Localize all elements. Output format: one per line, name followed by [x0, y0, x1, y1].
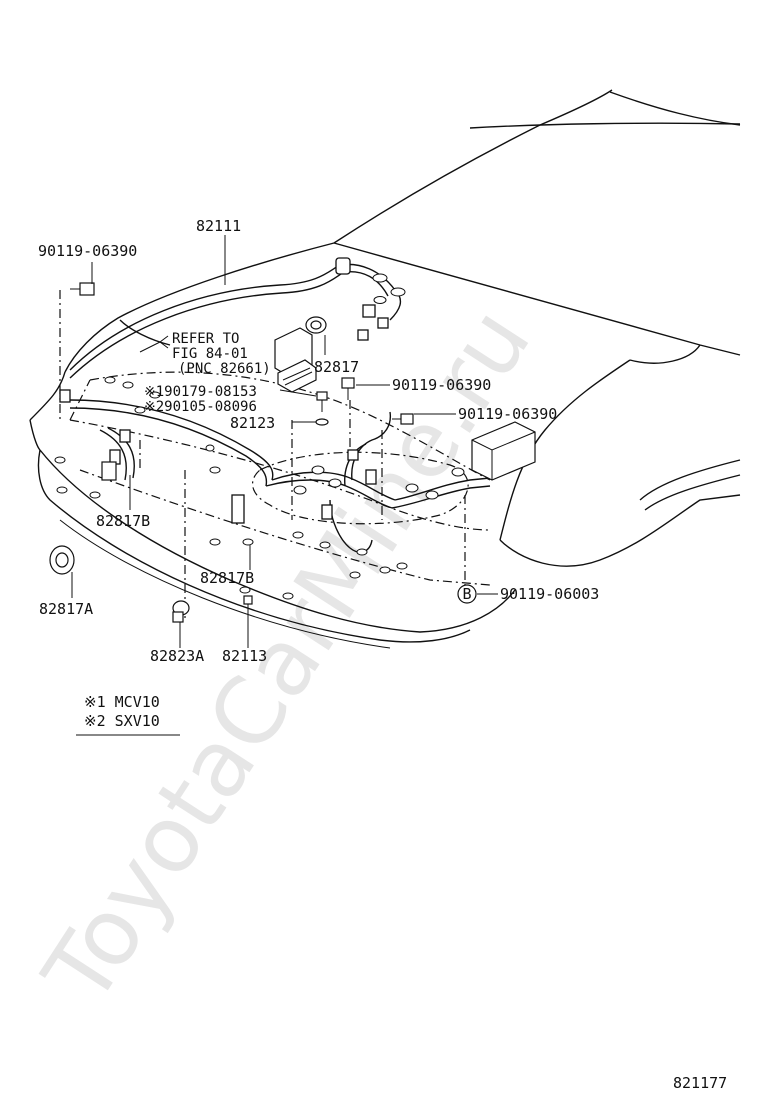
leader-lines [71, 235, 498, 648]
label-82123: 82123 [230, 414, 275, 432]
body-holes [54, 273, 465, 600]
relay-block-82661-part [274, 327, 317, 393]
junction-box-part [471, 421, 536, 481]
label-90119-06390-b: 90119-06390 [392, 376, 491, 394]
label-fig: FIG 84-01 [172, 346, 248, 362]
clip-82823A-part [172, 600, 190, 623]
watermark-text: ToyotaCarMine.ru [23, 290, 551, 1023]
label-pnc: (PNC 82661) [178, 361, 271, 377]
label-82817A: 82817A [39, 600, 93, 618]
figure-number: 821177 [673, 1074, 727, 1092]
clamp-82113-part [243, 595, 253, 605]
screw-190179-part [316, 391, 328, 412]
label-90119-06003: 90119-06003 [500, 585, 599, 603]
label-82111: 82111 [196, 217, 241, 235]
circle-b-marker [457, 584, 477, 604]
bolt-90119-06390-c-part [392, 413, 414, 425]
car-body-outline [29, 89, 741, 649]
legend-line-1: ※1 MCV10 [84, 693, 160, 711]
label-90119-06390-c: 90119-06390 [458, 405, 557, 423]
label-82817: 82817 [314, 358, 359, 376]
bolt-90119-06390-a-part [70, 282, 95, 296]
clamp-82123-part [315, 418, 329, 426]
clip-82817B-part [101, 461, 117, 481]
label-90119-06390-a: 90119-06390 [38, 242, 137, 260]
model-legend: ※1 MCV10 ※2 SXV10 [76, 693, 180, 736]
label-refer-to: REFER TO [172, 331, 239, 347]
label-82817B-a: 82817B [96, 512, 150, 530]
label-82817B-b: 82817B [200, 569, 254, 587]
label-290105-08096: ※290105-08096 [144, 399, 257, 415]
label-82823A: 82823A [150, 647, 204, 665]
label-82113: 82113 [222, 647, 267, 665]
circle-b-letter: B [462, 585, 471, 603]
wire-harness-82111 [59, 257, 491, 553]
bolt-90119-06390-b-part [341, 377, 355, 400]
legend-line-2: ※2 SXV10 [84, 712, 160, 730]
label-190179-08153: ※190179-08153 [144, 384, 257, 400]
grommet-82817-part [305, 316, 327, 334]
grommet-82817A-part [49, 545, 75, 575]
